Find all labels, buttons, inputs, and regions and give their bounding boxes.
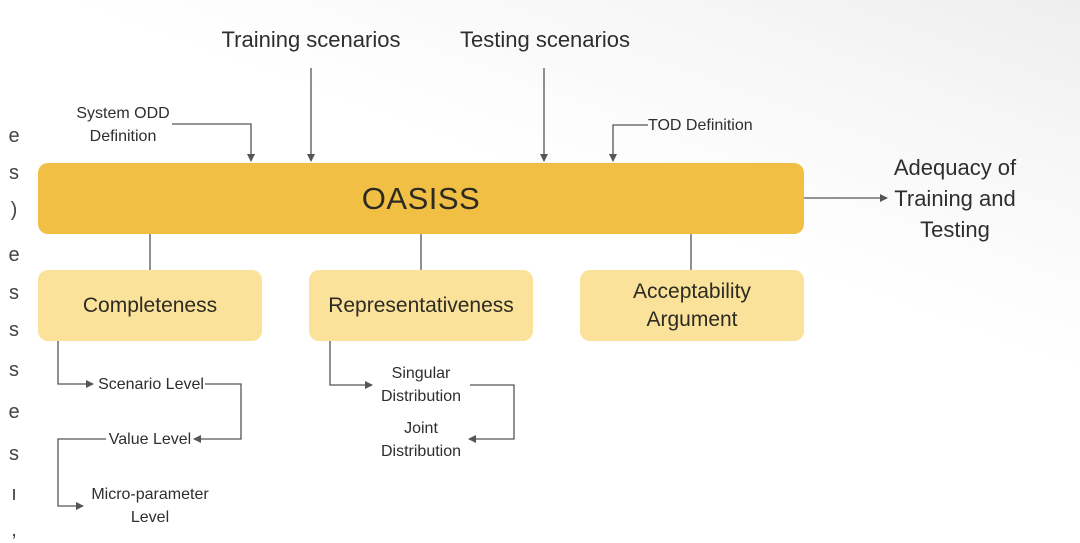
arrow-joint: [468, 384, 515, 443]
completeness-node: Completeness: [38, 270, 262, 341]
cropped-glyph: s: [9, 162, 19, 184]
oasiss-label: OASISS: [361, 180, 481, 216]
representativeness-node: Representativeness: [309, 270, 533, 341]
singular-distribution-label: Singular Distribution: [380, 365, 462, 405]
system-odd-label: System ODD Definition: [76, 105, 170, 145]
cropped-glyph: e: [8, 244, 20, 266]
oasiss-node: OASISS: [38, 163, 804, 234]
micro-parameter-level-label: Micro-parameter Level: [91, 486, 209, 526]
arrow-system-odd: [172, 123, 255, 162]
cropped-glyph: s: [9, 282, 19, 304]
training-scenarios-label: Training scenarios: [221, 27, 401, 52]
arrow-scenario-level: [57, 341, 94, 388]
arrow-tod: [609, 124, 648, 162]
joint-distribution-label: Joint Distribution: [380, 420, 462, 460]
arrow-micro-level: [57, 438, 106, 510]
cropped-glyph: s: [9, 319, 19, 341]
cropped-glyph: s: [9, 443, 19, 465]
testing-scenarios-label: Testing scenarios: [460, 27, 630, 52]
cropped-glyph: ): [10, 199, 18, 221]
tod-definition-label: TOD Definition: [648, 117, 753, 134]
adequacy-output-label: Adequacy of Training and Testing: [893, 155, 1017, 242]
cropped-glyph: ı: [11, 483, 17, 505]
cropped-glyph: e: [8, 125, 20, 147]
cropped-glyph: e: [8, 401, 20, 423]
scenario-level-label: Scenario Level: [98, 376, 204, 393]
acceptability-label: Acceptability Argument: [633, 279, 751, 331]
cropped-glyph: s: [9, 359, 19, 381]
cropped-glyph: ,: [11, 519, 17, 541]
completeness-label: Completeness: [82, 293, 218, 317]
representativeness-label: Representativeness: [328, 293, 514, 317]
arrow-value-level: [193, 383, 242, 443]
arrow-singular: [329, 341, 373, 389]
acceptability-node: Acceptability Argument: [580, 270, 804, 341]
cropped-text-margin: e s ) e s s s e s ı ,: [0, 0, 28, 543]
value-level-label: Value Level: [108, 431, 192, 448]
